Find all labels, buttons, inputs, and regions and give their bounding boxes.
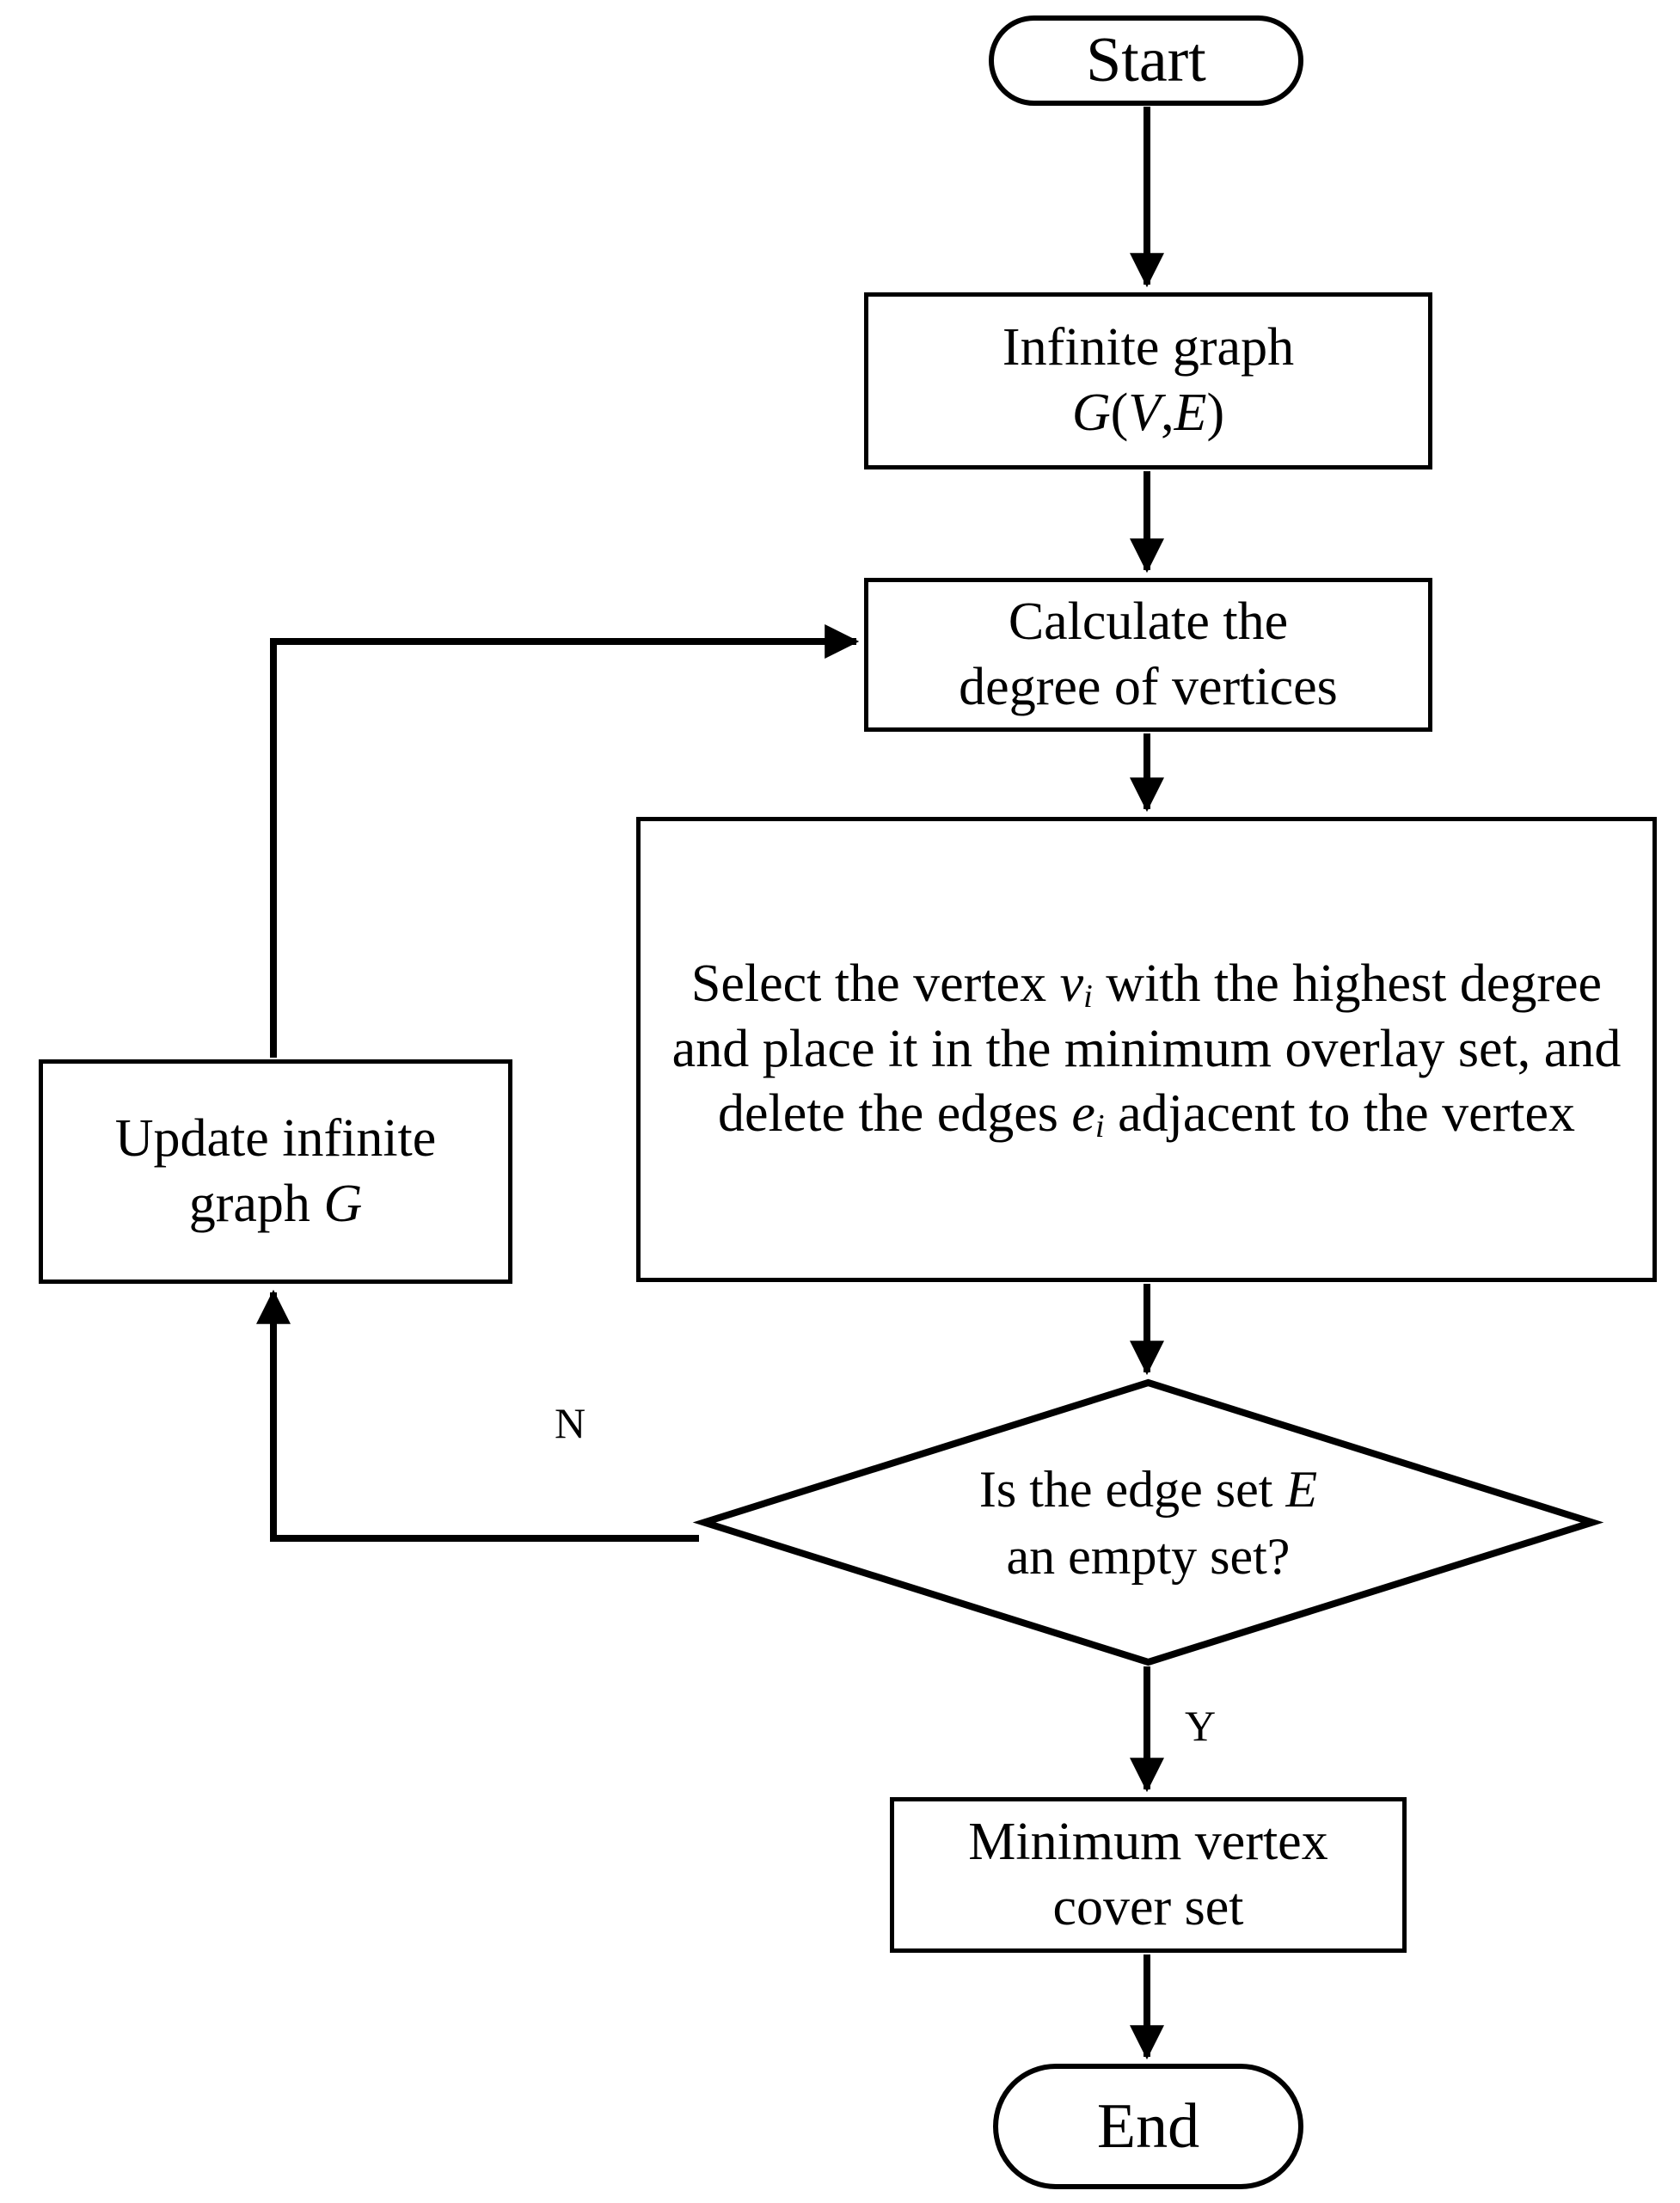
node-decision-line2: an empty set? [1006,1527,1291,1585]
node-start-label: Start [1086,25,1206,96]
comma: , [1161,384,1174,442]
node-decision-lines: Is the edge set E an empty set? [979,1456,1317,1590]
node-decision-edge-set-empty[interactable]: Is the edge set E an empty set? [701,1379,1596,1666]
node-update-graph-text: Update infinite graph G [43,1107,508,1237]
paren-close: ) [1206,384,1225,442]
node-select-vertex[interactable]: Select the vertex vi with the highest de… [636,817,1657,1282]
select-part3: adjacent to the vertex [1104,1084,1576,1144]
node-decision-text: Is the edge set E an empty set? [701,1379,1596,1666]
node-update-graph-line1: Update infinite [114,1108,437,1168]
math-var-e2: E [1285,1460,1318,1518]
node-end[interactable]: End [993,2064,1303,2189]
node-start[interactable]: Start [989,15,1303,106]
select-part1: Select the vertex [690,954,1060,1013]
node-infinite-graph-text: Infinite graph G(V,E) [868,316,1428,445]
node-minimum-vertex-cover-set[interactable]: Minimum vertex cover set [890,1797,1407,1953]
math-var-g: G [1071,384,1111,442]
edge-label-no: N [555,1399,586,1447]
math-var-v: V [1128,384,1162,442]
math-var-vi: v [1059,954,1084,1013]
node-select-vertex-text: Select the vertex vi with the highest de… [641,952,1652,1147]
math-var-g2: G [323,1174,363,1233]
math-var-e: E [1174,384,1207,442]
node-update-graph[interactable]: Update infinite graph G [39,1059,512,1284]
node-result-line1: Minimum vertex [968,1812,1328,1871]
node-infinite-graph[interactable]: Infinite graph G(V,E) [864,292,1432,469]
node-calculate-degree-line2: degree of vertices [959,657,1338,716]
math-var-ei: e [1071,1084,1095,1144]
node-update-graph-line2: graph [188,1174,324,1233]
paren-open: ( [1110,384,1129,442]
node-minimum-vertex-cover-set-text: Minimum vertex cover set [894,1810,1402,1940]
node-infinite-graph-line1: Infinite graph [1002,318,1295,377]
node-end-label: End [1096,2090,1200,2162]
node-result-line2: cover set [1052,1877,1244,1936]
node-calculate-degree-text: Calculate the degree of vertices [868,590,1428,720]
edge-decision-no-to-update [256,1289,699,1542]
node-calculate-degree-line1: Calculate the [1008,592,1289,651]
node-decision-line1-pre: Is the edge set [978,1460,1286,1518]
node-calculate-degree[interactable]: Calculate the degree of vertices [864,578,1432,732]
select-part2: with the highest degree and place it in … [671,954,1622,1144]
edge-label-yes: Y [1185,1702,1217,1750]
math-sub-i-2: i [1094,1108,1105,1145]
math-sub-i-1: i [1083,978,1093,1015]
